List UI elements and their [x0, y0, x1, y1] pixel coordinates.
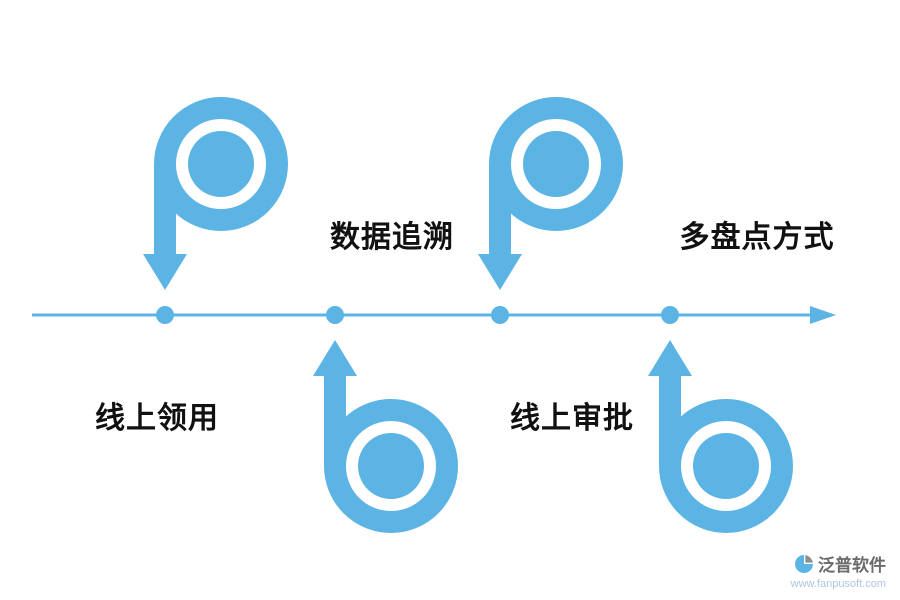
label-online-requisition: 线上领用 [95, 402, 219, 435]
spiral-arrow-down-icon [143, 92, 293, 292]
watermark-url: www.fanpusoft.com [790, 578, 886, 590]
timeline-arrow-icon [810, 306, 836, 324]
timeline-dot [156, 306, 174, 324]
spiral-arrow-up-icon [313, 338, 463, 538]
timeline-dot [491, 306, 509, 324]
spiral-arrow-down-icon [478, 92, 628, 292]
watermark-brand: 泛普软件 [818, 556, 886, 575]
label-data-trace: 数据追溯 [330, 221, 454, 254]
label-multi-count: 多盘点方式 [679, 221, 835, 254]
fanpu-logo-icon [795, 554, 813, 573]
timeline-dot [661, 306, 679, 324]
spiral-arrow-up-icon [648, 338, 798, 538]
label-online-approval: 线上审批 [510, 402, 634, 435]
watermark: 泛普软件 www.fanpusoft.com [791, 551, 886, 590]
timeline-dot [326, 306, 344, 324]
